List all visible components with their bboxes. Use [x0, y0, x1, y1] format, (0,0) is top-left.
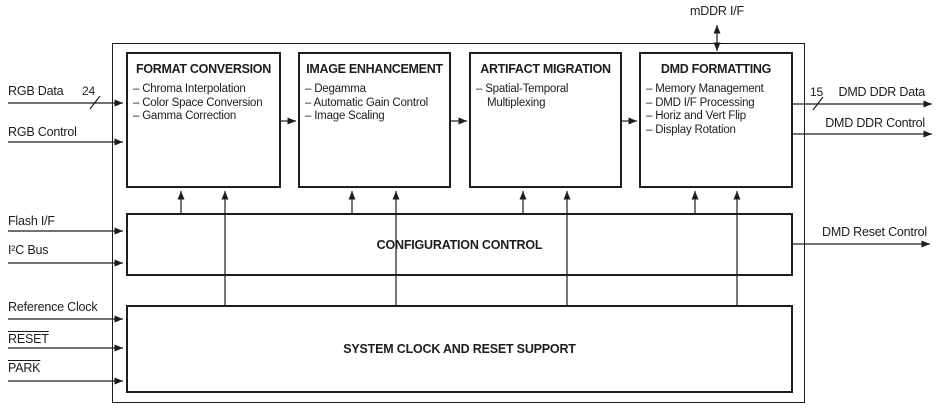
block-feature-item: – Memory Management — [646, 83, 764, 95]
block-system-clock-reset: SYSTEM CLOCK AND RESET SUPPORT — [126, 305, 793, 393]
block-feature-item: – Display Rotation — [646, 123, 736, 136]
block-feature-item: – Color Space Conversion — [133, 96, 263, 109]
block-feature-list: – Degamma – Automatic Gain Control – Ima… — [300, 83, 449, 124]
block-feature-item: – Horiz and Vert Flip — [646, 110, 746, 122]
block-feature-item: – Chroma Interpolation — [133, 83, 246, 95]
port-label-dmd-reset-control: DMD Reset Control — [822, 225, 927, 239]
block-title: FORMAT CONVERSION — [136, 62, 271, 76]
block-title: SYSTEM CLOCK AND RESET SUPPORT — [343, 342, 576, 356]
bus-width-dmd-ddr-data: 15 — [810, 85, 823, 99]
block-feature-list: – Memory Management – DMD I/F Processing… — [641, 83, 791, 137]
block-configuration-control: CONFIGURATION CONTROL — [126, 213, 793, 276]
block-feature-item: – Image Scaling — [305, 110, 385, 122]
port-label-flash-if: Flash I/F — [8, 214, 55, 228]
port-label-dmd-ddr-data: DMD DDR Data — [838, 85, 926, 99]
block-feature-item: – Automatic Gain Control — [305, 96, 429, 109]
port-label-park: PARK — [8, 361, 41, 375]
block-artifact-migration: ARTIFACT MIGRATION – Spatial-Temporal Mu… — [469, 52, 622, 188]
port-label-reset: RESET — [8, 332, 49, 346]
block-title: ARTIFACT MIGRATION — [480, 62, 611, 76]
block-feature-list: – Spatial-Temporal Multiplexing — [471, 83, 620, 110]
block-dmd-formatting: DMD FORMATTING – Memory Management – DMD… — [639, 52, 793, 188]
port-label-dmd-ddr-control: DMD DDR Control — [825, 116, 925, 130]
port-label-reference-clock: Reference Clock — [8, 300, 98, 314]
block-feature-item: – Degamma — [305, 83, 366, 95]
block-image-enhancement: IMAGE ENHANCEMENT – Degamma – Automatic … — [298, 52, 451, 188]
block-feature-item: – DMD I/F Processing — [646, 96, 755, 109]
port-label-mddr-if: mDDR I/F — [690, 4, 744, 18]
block-title: IMAGE ENHANCEMENT — [306, 62, 443, 76]
block-feature-item: – Gamma Correction — [133, 110, 237, 122]
block-feature-list: – Chroma Interpolation – Color Space Con… — [128, 83, 279, 124]
bus-width-rgb-data: 24 — [82, 84, 95, 98]
port-label-i2c-bus: I²C Bus — [8, 243, 49, 257]
block-title: CONFIGURATION CONTROL — [376, 237, 543, 252]
port-label-rgb-data: RGB Data — [8, 84, 64, 98]
block-title: DMD FORMATTING — [660, 62, 772, 76]
port-label-rgb-control: RGB Control — [8, 125, 77, 139]
block-feature-item: – Spatial-Temporal Multiplexing — [476, 83, 569, 109]
block-format-conversion: FORMAT CONVERSION – Chroma Interpolation… — [126, 52, 281, 188]
